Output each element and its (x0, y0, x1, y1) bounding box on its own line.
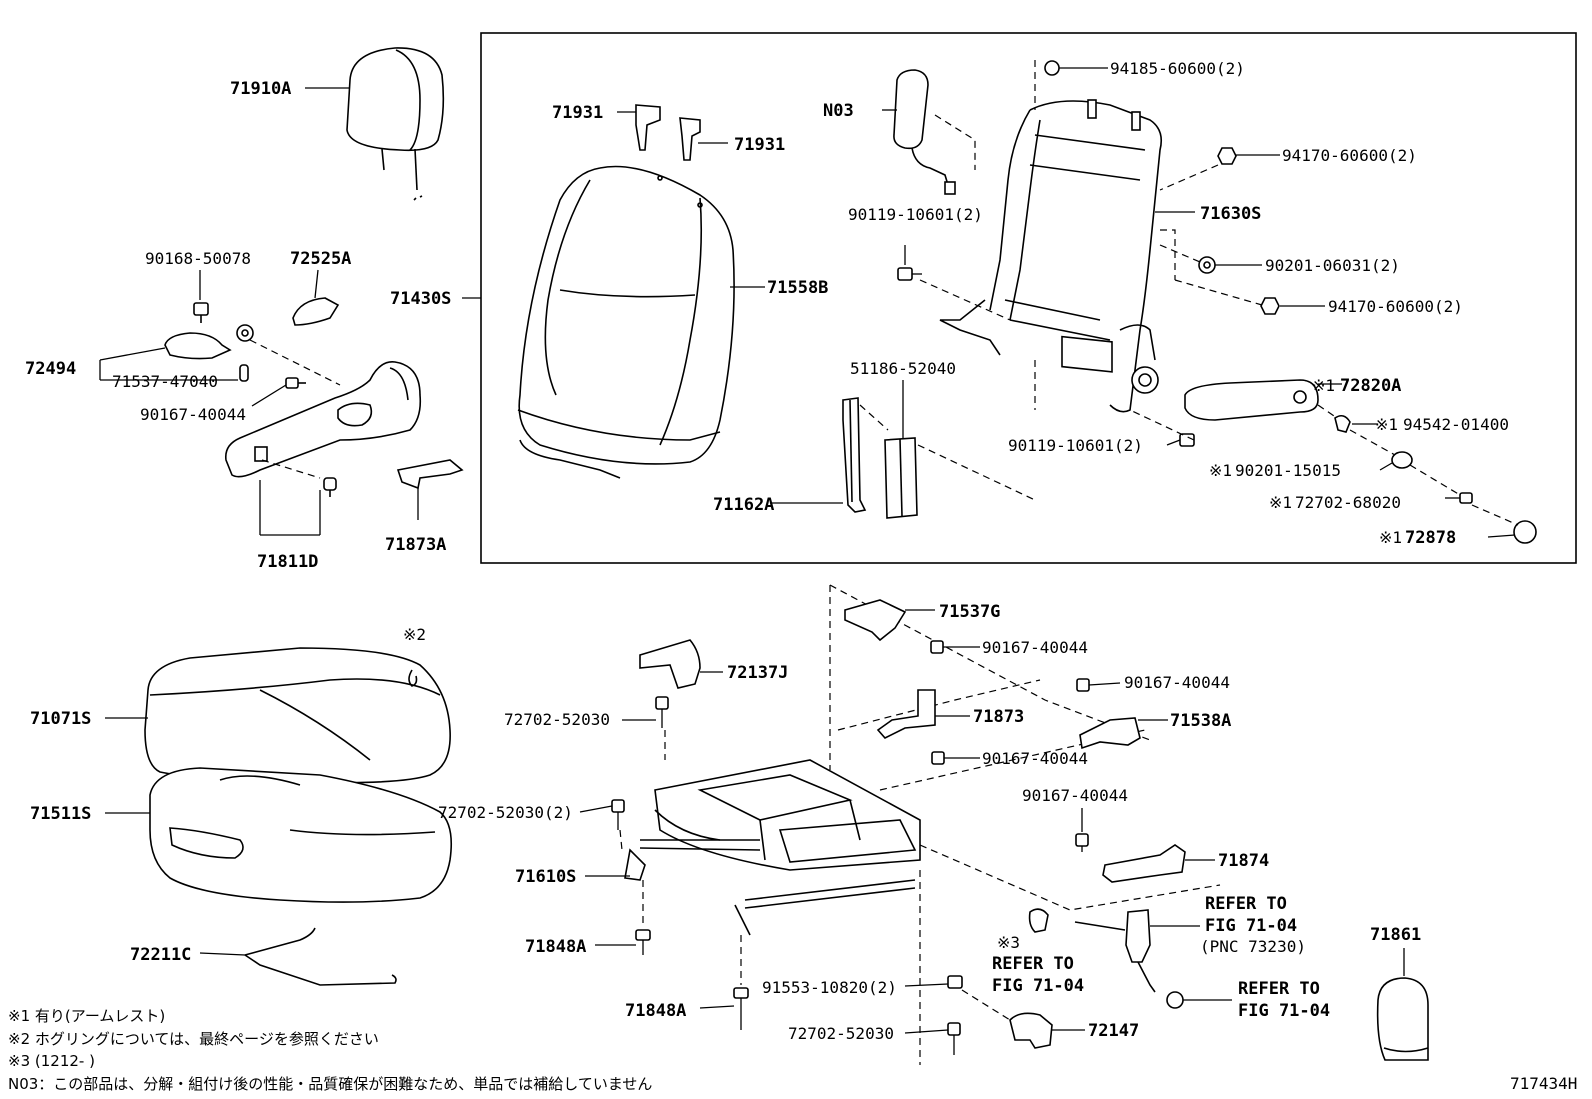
label-71861: 71861 (1370, 925, 1421, 945)
bracket-71873-drawing (876, 689, 936, 739)
label-71873: 71873 (973, 707, 1024, 727)
lever-71874-drawing (1102, 844, 1186, 883)
label-71430S: 71430S (390, 289, 451, 309)
label-90167-40044-e: 90167-40044 (1022, 786, 1128, 805)
label-94170-60600-b: 94170-60600(2) (1328, 297, 1463, 316)
cover-72137J-drawing (639, 639, 701, 689)
label-90167-40044-b: 90167-40044 (982, 638, 1088, 657)
fig-71-04-c: FIG 71-04 (992, 976, 1084, 996)
label-71848A-b: 71848A (625, 1001, 686, 1021)
label-72211C: 72211C (130, 945, 191, 965)
mark3-label: ※3 (997, 933, 1020, 952)
mark1-90201: ※1 (1209, 461, 1232, 480)
label-90167-40044-d: 90167-40044 (1124, 673, 1230, 692)
seat-cushion-pad-drawing (149, 767, 453, 903)
label-71558B: 71558B (767, 278, 828, 298)
label-90119-10601-a: 90119-10601(2) (848, 205, 983, 224)
label-71630S: 71630S (1200, 204, 1261, 224)
screw-90168-drawing (193, 302, 209, 323)
seatback-cover-drawing (517, 165, 735, 479)
note-1: ※1 有り(アームレスト) (8, 1007, 165, 1025)
seatback-frame-drawing (939, 99, 1163, 413)
label-71931-b: 71931 (734, 135, 785, 155)
label-71811D: 71811D (257, 552, 318, 572)
label-90167-40044-a: 90167-40044 (140, 405, 246, 424)
label-72494: 72494 (25, 359, 76, 379)
label-94185-60600: 94185-60600(2) (1110, 59, 1245, 78)
label-71910A: 71910A (230, 79, 291, 99)
label-71162A: 71162A (713, 495, 774, 515)
label-94542-01400: 94542-01400 (1403, 415, 1509, 434)
label-72702-52030-a: 72702-52030 (504, 710, 610, 729)
seat-shield-drawing (224, 361, 422, 478)
note-2: ※2 ホグリングについては、最終ページを参照ください (8, 1030, 379, 1048)
mark1-72820A: ※1 (1312, 376, 1335, 395)
headrest-drawing (346, 47, 445, 201)
label-71931-a: 71931 (552, 103, 603, 123)
label-71537G: 71537G (939, 602, 1000, 622)
label-71537-47040: 71537-47040 (112, 372, 218, 391)
label-72525A: 72525A (290, 249, 351, 269)
mark1-72702: ※1 (1269, 493, 1292, 512)
label-91553-10820: 91553-10820(2) (762, 978, 897, 997)
clip-71811D-drawing (323, 477, 337, 497)
mark1-94542: ※1 (1375, 415, 1398, 434)
side-airbag-drawing (893, 69, 956, 195)
label-72702-52030-b: 72702-52030 (788, 1024, 894, 1043)
armrest-drawing (1184, 379, 1319, 421)
label-71511S: 71511S (30, 804, 91, 824)
label-72147: 72147 (1088, 1021, 1139, 1041)
fig-71-04-b: FIG 71-04 (1238, 1001, 1330, 1021)
pnc-73230: (PNC 73230) (1200, 937, 1306, 956)
label-71873A: 71873A (385, 535, 446, 555)
note-3: ※3 (1212- ) (8, 1052, 95, 1070)
label-90168-50078: 90168-50078 (145, 249, 251, 268)
label-51186-52040: 51186-52040 (850, 359, 956, 378)
label-N03: N03 (823, 101, 854, 121)
fig-71-04-a: FIG 71-04 (1205, 916, 1297, 936)
label-71538A: 71538A (1170, 711, 1231, 731)
label-90167-40044-c: 90167-40044 (982, 749, 1088, 768)
refer-to-b: REFER TO (1238, 979, 1320, 999)
headrest-support-drawing (635, 104, 701, 161)
label-72702-68020: 72702-68020 (1295, 493, 1401, 512)
label-71610S: 71610S (515, 867, 576, 887)
note-n03: N03：この部品は、分解・組付け後の性能・品質確保が困難なため、単品では補給して… (8, 1075, 652, 1093)
seat-adjuster-drawing (624, 759, 921, 936)
cover-72147-drawing (1009, 1012, 1053, 1049)
label-90119-10601-b: 90119-10601(2) (1008, 436, 1143, 455)
refer-to-c: REFER TO (992, 954, 1074, 974)
mark2-hog-ring: ※2 (403, 625, 426, 644)
seat-cushion-cover-drawing (144, 647, 451, 784)
mark1-72878: ※1 (1379, 528, 1402, 547)
refer-to-a: REFER TO (1205, 894, 1287, 914)
shield-cover-drawing (164, 324, 254, 382)
label-72702-52030-2: 72702-52030(2) (438, 803, 573, 822)
label-72878: 72878 (1405, 528, 1456, 548)
wire-72211C-drawing (244, 927, 397, 986)
label-71848A-a: 71848A (525, 937, 586, 957)
screw-90167-a-drawing (285, 377, 306, 389)
sensor-bracket-drawing (842, 397, 918, 519)
label-71071S: 71071S (30, 709, 91, 729)
bracket-71537G-drawing (844, 599, 907, 642)
figure-id: 717434H (1510, 1074, 1577, 1093)
label-72137J: 72137J (727, 663, 788, 683)
label-71874: 71874 (1218, 851, 1269, 871)
cover-clip-drawing (292, 297, 340, 326)
label-72820A: 72820A (1340, 376, 1401, 396)
label-90201-06031: 90201-06031(2) (1265, 256, 1400, 275)
bracket-71538A-drawing (1079, 717, 1141, 750)
label-90201-15015: 90201-15015 (1235, 461, 1341, 480)
cover-71861-drawing (1376, 977, 1429, 1061)
label-94170-60600-a: 94170-60600(2) (1282, 146, 1417, 165)
seat-belt-buckle-drawing (1074, 909, 1156, 993)
bracket-71873A-drawing (396, 459, 464, 490)
